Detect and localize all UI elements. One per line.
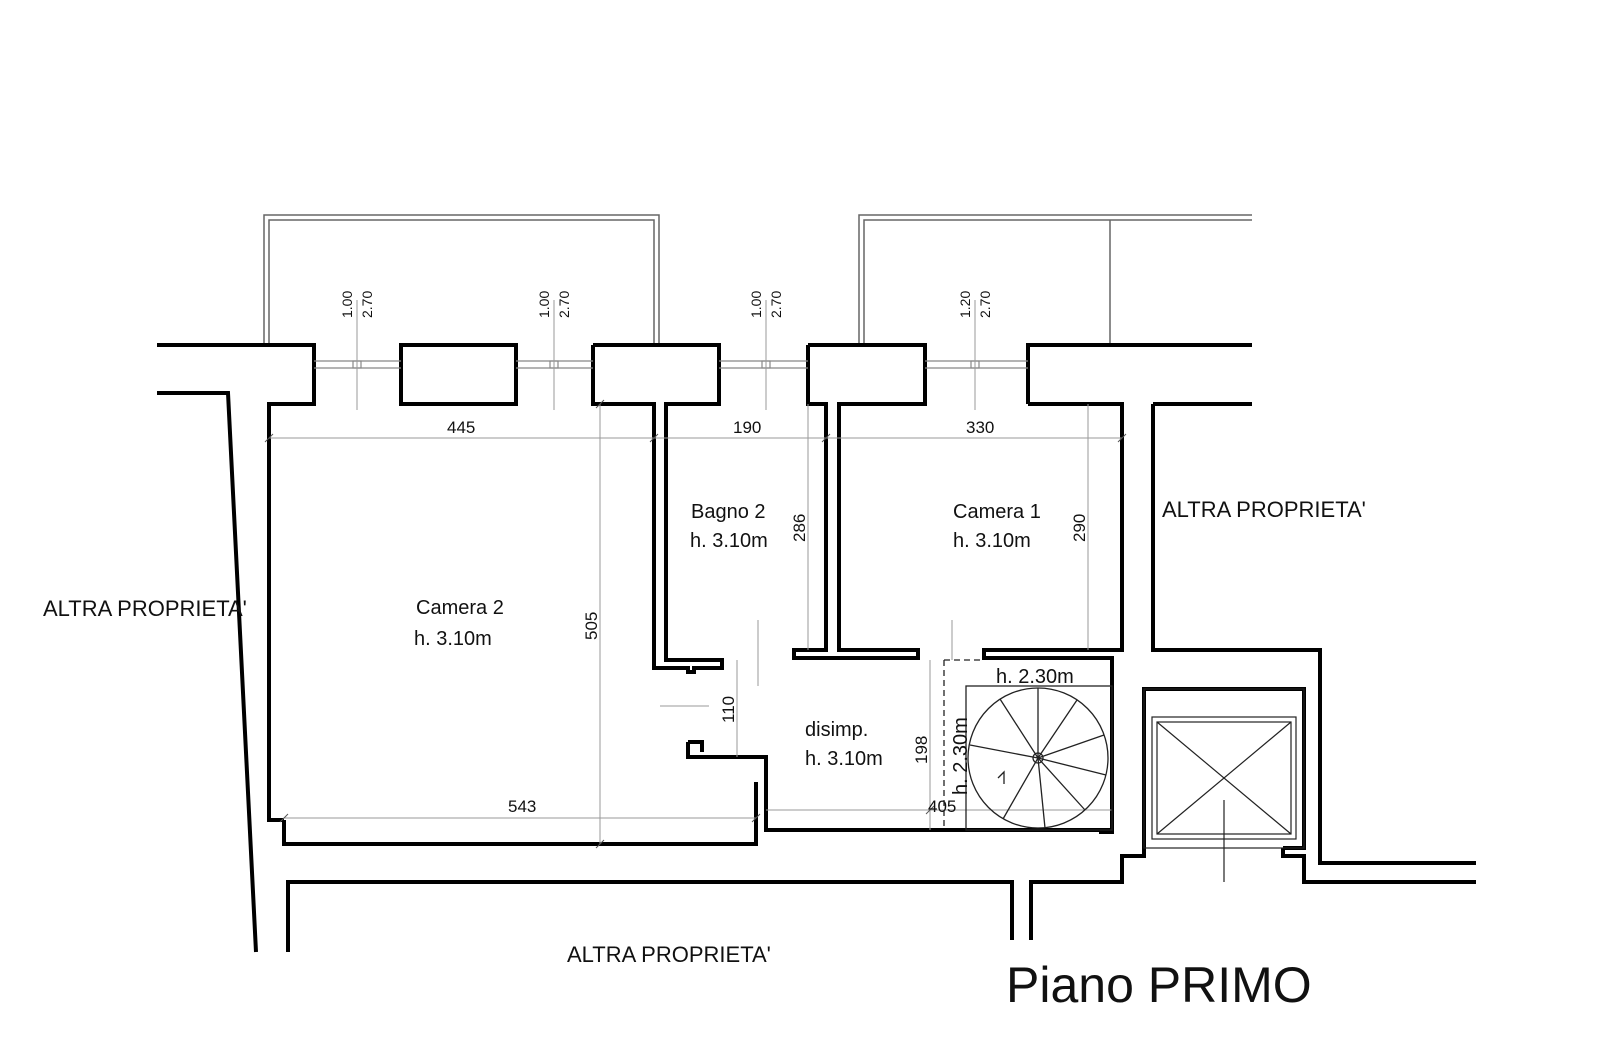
room-bagno2-height: h. 3.10m [690,530,768,552]
window-3-width: 1.00 [748,291,764,318]
window-labels: 1.00 2.70 1.00 2.70 1.00 2.70 1.20 2.70 [339,291,993,318]
dim-camera1-depth: 290 [1070,514,1089,542]
room-disimp-height: h. 3.10m [805,748,883,770]
room-camera1-height: h. 3.10m [953,530,1031,552]
window-4-height: 2.70 [977,291,993,318]
neighbour-bottom: ALTRA PROPRIETA' [567,942,771,967]
dim-bagno2-width: 190 [733,418,761,437]
neighbour-right: ALTRA PROPRIETA' [1162,497,1366,522]
window-1-width: 1.00 [339,291,355,318]
dim-camera2-width: 445 [447,418,475,437]
dim-corridor-opening: 110 [719,696,738,723]
dim-camera2-bottom-width: 543 [508,797,536,816]
dim-disimp-depth: 198 [912,736,931,764]
stair-height-horizontal: h. 2.30m [996,666,1074,688]
plan-title: Piano PRIMO [1006,957,1312,1013]
spiral-staircase [943,659,1113,831]
room-camera2-name: Camera 2 [416,597,504,619]
window-4-width: 1.20 [957,291,973,318]
dim-bagno2-depth: 286 [790,514,809,542]
neighbour-left: ALTRA PROPRIETA' [43,596,247,621]
lift-shaft [1143,688,1305,882]
balcony-right [858,214,1252,345]
window-4 [925,360,1028,369]
windows [314,300,1028,410]
walls [157,343,1476,953]
room-bagno2-name: Bagno 2 [691,501,766,523]
room-labels: Camera 2 h. 3.10m Bagno 2 h. 3.10m Camer… [414,501,1074,795]
room-camera1-name: Camera 1 [953,501,1041,523]
balcony-left [263,214,660,345]
window-3-height: 2.70 [768,291,784,318]
dim-disimp-width: 405 [928,797,956,816]
window-3 [719,360,808,369]
window-2-width: 1.00 [536,291,552,318]
room-camera2-height: h. 3.10m [414,628,492,650]
window-1-height: 2.70 [359,291,375,318]
window-2-height: 2.70 [556,291,572,318]
dimension-lines [264,399,1127,849]
stair-height-vertical: h. 2.30m [950,717,972,795]
dim-camera2-depth: 505 [582,612,601,640]
dim-camera1-width: 330 [966,418,994,437]
neighbour-labels: ALTRA PROPRIETA' ALTRA PROPRIETA' ALTRA … [43,497,1366,967]
dimension-labels: 445 190 330 286 290 505 110 543 198 405 [447,418,1089,816]
room-disimp-name: disimp. [805,719,868,741]
